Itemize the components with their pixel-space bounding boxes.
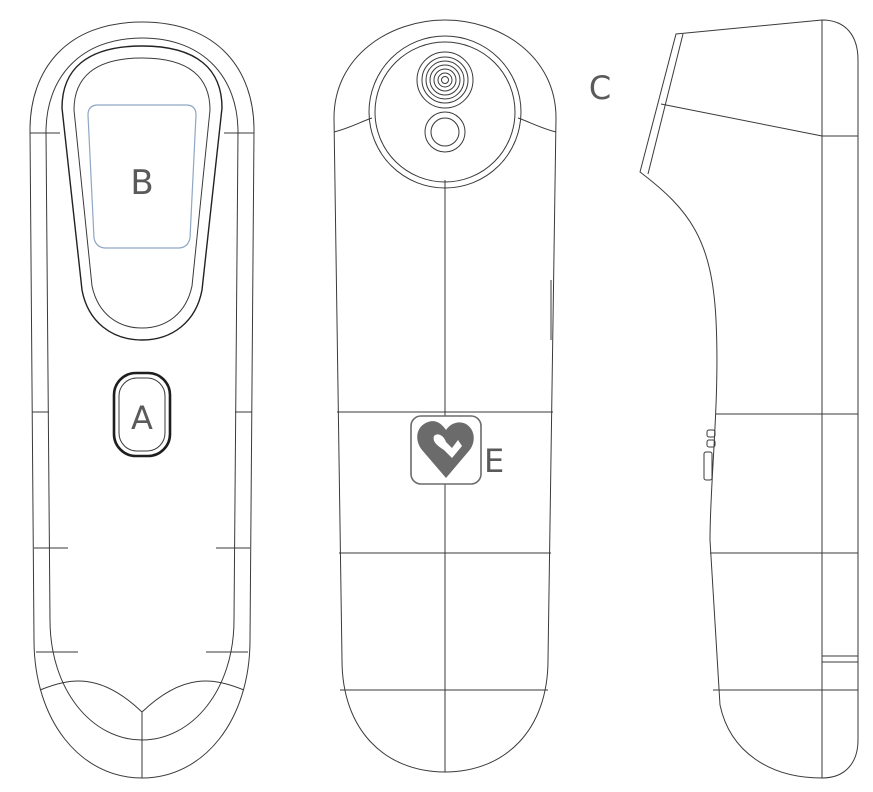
side-view: C bbox=[589, 19, 859, 779]
heart-logo-icon bbox=[410, 415, 482, 485]
label-e: E bbox=[484, 442, 504, 480]
display-window bbox=[87, 104, 197, 249]
label-a: A bbox=[131, 399, 153, 437]
label-b: B bbox=[130, 163, 153, 203]
back-seam-top bbox=[517, 117, 557, 133]
side-head-seam bbox=[660, 103, 823, 137]
small-lens-outer bbox=[424, 111, 466, 153]
side-head-edge bbox=[647, 33, 684, 175]
label-c: C bbox=[589, 69, 611, 107]
display-housing bbox=[61, 45, 223, 341]
back-seam-top bbox=[333, 117, 373, 133]
back-body-outline bbox=[333, 19, 557, 773]
small-lens-inner bbox=[430, 117, 460, 147]
measure-button-inner bbox=[118, 377, 166, 452]
front-seam-curve bbox=[39, 680, 143, 713]
display-housing-inner bbox=[73, 57, 211, 329]
sensor-head-inner bbox=[374, 41, 516, 183]
side-body-outline bbox=[639, 19, 859, 779]
side-switch[interactable] bbox=[703, 429, 716, 481]
sensor-head-outer bbox=[368, 35, 522, 189]
measure-button[interactable] bbox=[112, 371, 172, 458]
front-view: B A bbox=[29, 21, 255, 779]
infrared-sensor-icon bbox=[416, 51, 474, 109]
back-view: E bbox=[333, 19, 557, 773]
front-seam-curve bbox=[141, 680, 245, 713]
